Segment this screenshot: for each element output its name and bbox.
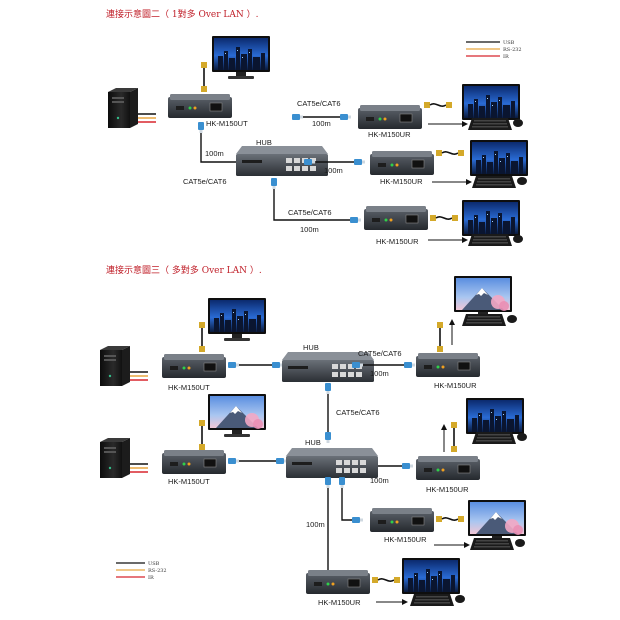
- rj45-plug: [325, 477, 331, 488]
- transmitter-device: [161, 353, 227, 379]
- distance-label-2: 100m: [312, 119, 331, 128]
- distance-label-7: 100m: [306, 520, 325, 529]
- diagram2-title: 連接示意圖三（ 多對多 Over LAN ）.: [106, 264, 262, 276]
- legend-usb: USB: [148, 561, 160, 567]
- rj45-plug: [272, 362, 283, 368]
- legend-ir: IR: [503, 54, 509, 60]
- distance-label-3: 100m: [324, 166, 343, 175]
- receiver-label-6: HK-M150UR: [384, 535, 427, 544]
- cable-label-3: CAT5e/CAT6: [288, 208, 331, 217]
- legend-top: USB RS-232 IR: [466, 40, 522, 60]
- transmitter-label-1: HK-M150UT: [168, 383, 210, 392]
- pc-tower: [99, 437, 149, 479]
- receiver-label-5: HK-M150UR: [426, 485, 469, 494]
- hdmi-cable: [429, 214, 459, 222]
- pc-tower: [107, 87, 157, 129]
- receiver-device: [369, 507, 435, 533]
- rj45-plug: [354, 159, 365, 165]
- cable-label-5: CAT5e/CAT6: [336, 408, 379, 417]
- monitor-icon: [208, 394, 266, 437]
- monitor-icon: [468, 500, 526, 543]
- diagram1-title: 連接示意圖二（ 1對多 Over LAN ）.: [106, 8, 259, 20]
- receiver-label-3: HK-M150UR: [376, 237, 419, 246]
- monitor-icon: [208, 298, 266, 341]
- receiver-label-2: HK-M150UR: [380, 177, 423, 186]
- legend-rs232: RS-232: [503, 47, 522, 53]
- rj45-plug: [340, 114, 351, 120]
- receiver-device: [415, 352, 481, 378]
- rj45-plug: [292, 114, 303, 120]
- diagram2: HK-M150UT HUB CAT5e/CAT6 100m HK-M150UR …: [99, 276, 527, 607]
- hub-label-2: HUB: [305, 438, 321, 447]
- rj45-plug: [350, 217, 361, 223]
- transmitter-label: HK-M150UT: [206, 119, 248, 128]
- keyboard-mouse-icon: [410, 594, 465, 606]
- diagram1: HK-M150UT 100m CAT5e/CAT6 HUB CAT5e/CAT6…: [107, 36, 528, 246]
- distance-label-1: 100m: [205, 149, 224, 158]
- distance-label-4: 100m: [300, 225, 319, 234]
- hdmi-cable: [435, 149, 465, 157]
- receiver-label-4: HK-M150UR: [434, 381, 477, 390]
- rj45-plug: [404, 362, 415, 368]
- transmitter-device: [167, 93, 233, 119]
- transmitter-label-2: HK-M150UT: [168, 477, 210, 486]
- hdmi-cable: [198, 419, 206, 451]
- legend-ir: IR: [148, 575, 154, 581]
- hdmi-cable: [450, 421, 458, 453]
- rj45-plug: [228, 458, 239, 464]
- distance-label-6: 100m: [370, 476, 389, 485]
- cable-label-1: CAT5e/CAT6: [183, 177, 226, 186]
- hub-label-1: HUB: [303, 343, 319, 352]
- transmitter-device: [161, 449, 227, 475]
- cable-label-4: CAT5e/CAT6: [358, 349, 401, 358]
- pc-tower: [99, 345, 149, 387]
- receiver-device: [357, 104, 423, 130]
- hdmi-cable: [436, 321, 444, 353]
- legend-bottom: USB RS-232 IR: [116, 561, 167, 581]
- rj45-plug: [276, 458, 287, 464]
- legend-rs232: RS-232: [148, 568, 167, 574]
- rj45-plug: [271, 178, 277, 189]
- hdmi-cable: [423, 101, 453, 109]
- rj45-plug: [228, 362, 239, 368]
- rj45-plug: [352, 517, 363, 523]
- keyboard-mouse-icon: [462, 314, 517, 326]
- rj45-plug: [325, 432, 331, 443]
- monitor-icon: [212, 36, 270, 79]
- cable-label-2: CAT5e/CAT6: [297, 99, 340, 108]
- hdmi-cable: [198, 321, 206, 353]
- keyboard-mouse-icon: [472, 176, 527, 188]
- rj45-plug: [339, 477, 345, 488]
- hdmi-cable: [371, 576, 401, 584]
- hub-label: HUB: [256, 138, 272, 147]
- network-hub: [286, 448, 378, 478]
- legend-usb: USB: [503, 40, 515, 46]
- receiver-device: [369, 150, 435, 176]
- monitor-icon: [454, 276, 512, 319]
- rj45-plug: [325, 383, 331, 394]
- hdmi-cable: [435, 515, 465, 523]
- receiver-label-7: HK-M150UR: [318, 598, 361, 607]
- rj45-plug: [402, 463, 413, 469]
- receiver-device: [415, 455, 481, 481]
- distance-label-5: 100m: [370, 369, 389, 378]
- receiver-device: [305, 569, 371, 595]
- receiver-label-1: HK-M150UR: [368, 130, 411, 139]
- rj45-plug: [198, 122, 204, 133]
- hdmi-cable: [200, 61, 208, 93]
- receiver-device: [363, 205, 429, 231]
- keyboard-mouse-icon: [470, 538, 525, 550]
